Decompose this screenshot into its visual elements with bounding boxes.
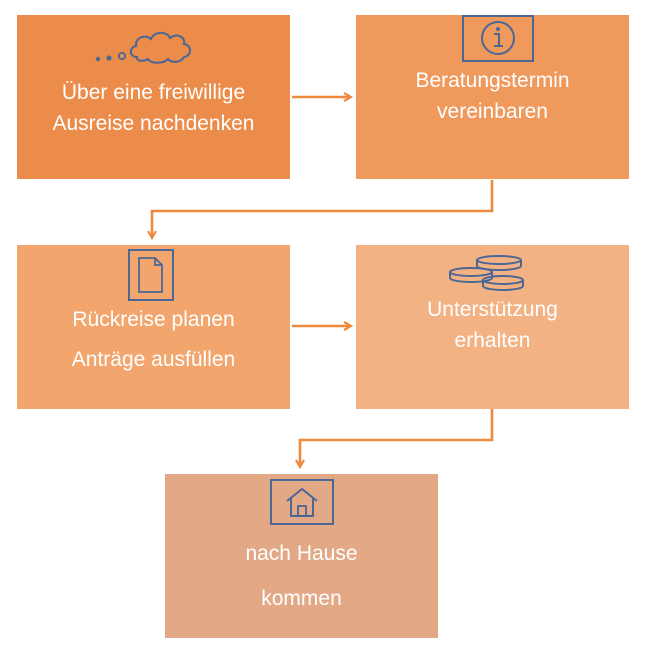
step-home-line-2: kommen <box>261 587 342 610</box>
step-think-line-1: Über eine freiwillige <box>61 81 246 104</box>
step-plan-line-2: Anträge ausfüllen <box>71 348 236 371</box>
step-home-line-1: nach Hause <box>245 542 358 565</box>
step-support-box: Unterstützung erhalten <box>356 245 629 409</box>
step-support-line-1: Unterstützung <box>427 298 558 321</box>
info-icon <box>462 15 534 62</box>
step-appointment-line-2: vereinbaren <box>437 100 548 123</box>
house-icon <box>270 479 334 525</box>
step-plan-box: Rückreise planen Anträge ausfüllen <box>17 245 290 409</box>
thought-bubble-icon <box>95 31 191 64</box>
step-home-box: nach Hause kommen <box>165 474 438 638</box>
coins-icon <box>449 255 524 291</box>
step-appointment-box: Beratungstermin vereinbaren <box>356 15 629 179</box>
document-icon <box>128 249 174 301</box>
step-plan-line-1: Rückreise planen <box>72 308 235 331</box>
step-think-line-2: Ausreise nachdenken <box>52 112 255 135</box>
step-support-line-2: erhalten <box>454 329 531 352</box>
step-think-box: Über eine freiwillige Ausreise nachdenke… <box>17 15 290 179</box>
arrow-4-to-5 <box>300 409 494 466</box>
step-appointment-line-1: Beratungstermin <box>415 69 570 92</box>
arrow-2-to-3 <box>152 180 494 237</box>
